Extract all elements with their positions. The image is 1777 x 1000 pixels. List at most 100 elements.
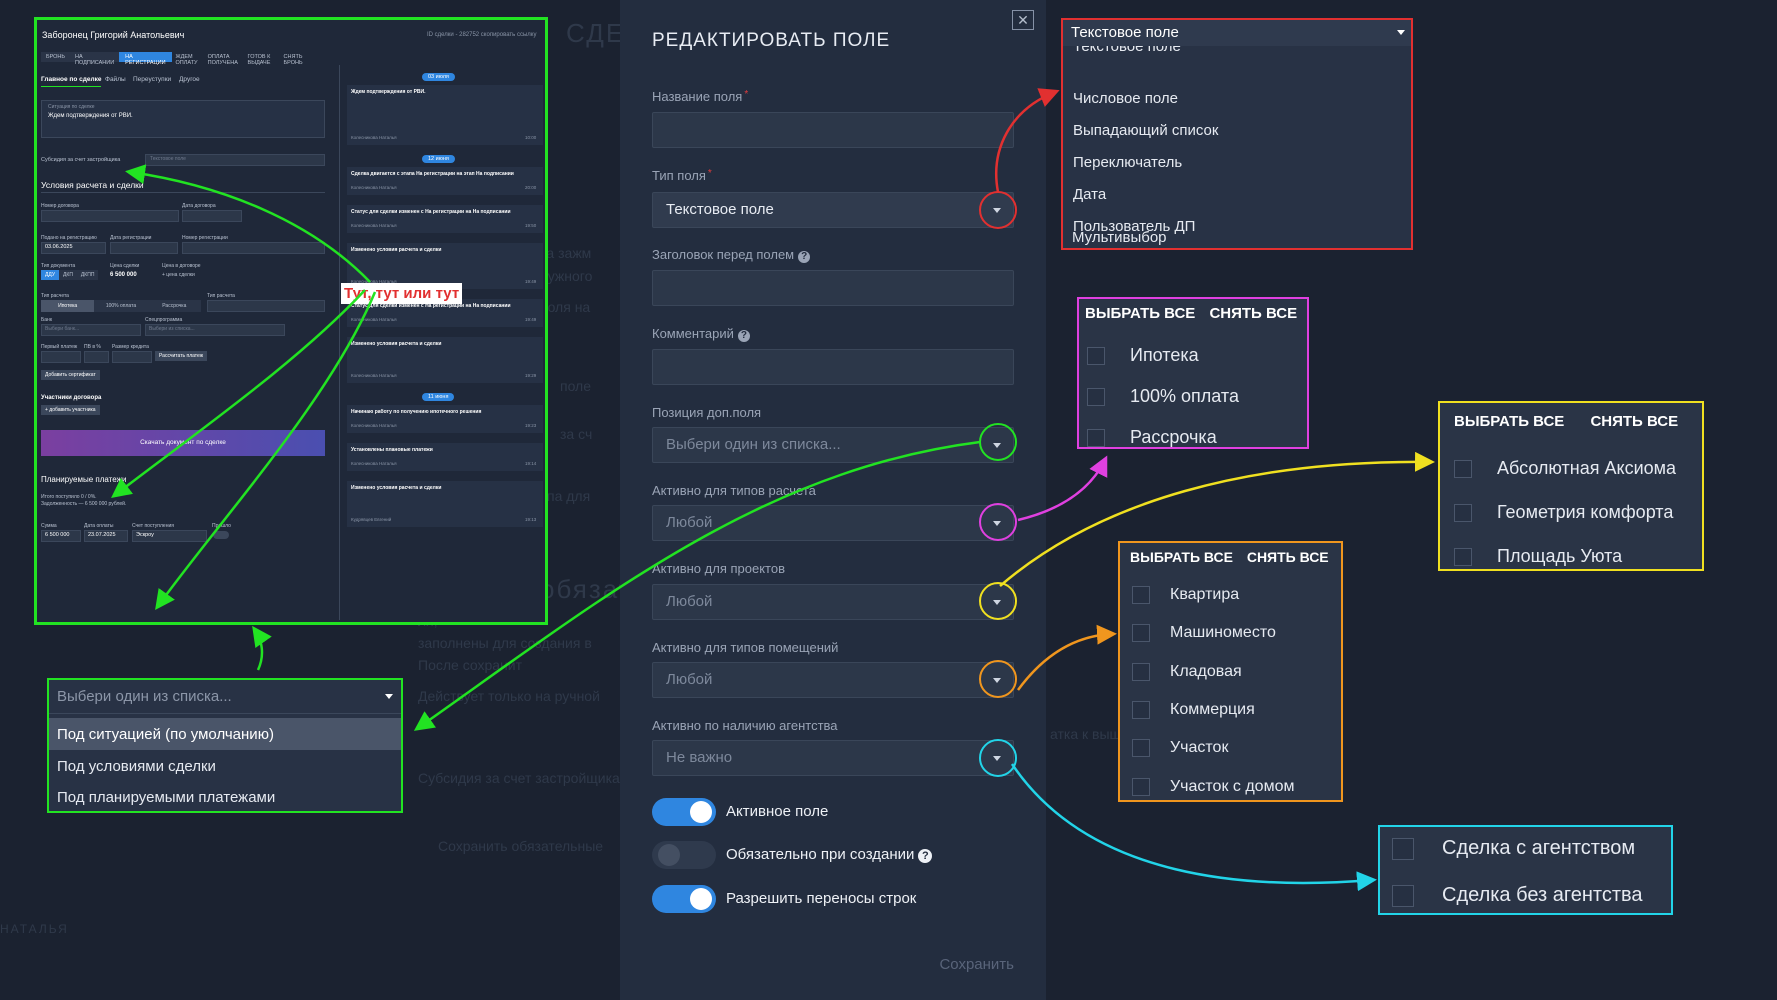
stage-item[interactable]: БРОНЬ [41, 52, 71, 62]
reg-no-input[interactable] [182, 242, 325, 254]
checkbox-item[interactable]: Кладовая [1132, 663, 1242, 681]
active-field-toggle[interactable] [652, 798, 716, 826]
doc-type-option[interactable]: ДКП [59, 270, 77, 280]
close-button[interactable]: ✕ [1012, 10, 1034, 30]
dropdown-option-selected[interactable]: Под ситуацией (по умолчанию) [49, 718, 401, 750]
arrow-magenta [1017, 455, 1108, 522]
stage-item[interactable]: ГОТОВ К ВЫДАЧЕ [247, 54, 271, 66]
deselect-all-button[interactable]: СНЯТЬ ВСЕ [1590, 413, 1679, 430]
pay-date-input[interactable]: 23.07.2025 [84, 530, 128, 542]
situation-box[interactable]: Ситуация по сделке Ждем подтверждения от… [41, 100, 325, 138]
field-name-input[interactable] [652, 112, 1014, 148]
room-types-select[interactable]: Любой [652, 662, 1014, 698]
timeline-title: Статус для сделки изменен с На регистрац… [351, 209, 511, 215]
tab-main[interactable]: Главное по сделке [41, 76, 102, 83]
checkbox-item[interactable]: Площадь Уюта [1454, 546, 1622, 567]
header-input[interactable] [652, 270, 1014, 306]
header-label: Заголовок перед полем? [652, 247, 811, 263]
select-all-button[interactable]: ВЫБРАТЬ ВСЕ [1454, 413, 1565, 430]
line-wrap-toggle[interactable] [652, 885, 716, 913]
account-select[interactable]: Эскроу [132, 530, 207, 542]
reg-date-input[interactable] [110, 242, 178, 254]
checkbox-item[interactable]: Абсолютная Аксиома [1454, 458, 1676, 479]
dropdown-option[interactable]: Под условиями сделки [57, 758, 216, 775]
calc-payment-button[interactable]: Рассчитать платеж [155, 351, 208, 361]
pv-input[interactable] [84, 351, 109, 363]
help-icon[interactable]: ? [737, 330, 750, 342]
contract-date-input[interactable] [182, 210, 242, 222]
checkbox-item[interactable]: Геометрия комфорта [1454, 502, 1673, 523]
calc-type-option[interactable]: 100% оплата [105, 303, 137, 309]
field-type-select[interactable]: Текстовое поле [652, 192, 1014, 228]
doc-type-option[interactable]: ДКПП [76, 270, 99, 280]
position-select[interactable]: Выбери один из списка... [652, 427, 1014, 463]
timeline-card[interactable]: Ждем подтверждения от РВИ.Колесникова На… [347, 85, 543, 145]
contract-no-input[interactable] [41, 210, 179, 222]
stage-item[interactable]: ОПЛАТА ПОЛУЧЕНА [207, 54, 238, 66]
bank-select[interactable]: Выбери банк... [41, 324, 141, 336]
dropdown-option[interactable]: Дата [1073, 186, 1107, 203]
stage-item[interactable]: СНЯТЬ БРОНЬ [283, 54, 303, 66]
bg-sidebar-user: НАТАЛЬЯ [0, 922, 69, 936]
calc-type-option[interactable]: Рассрочка [162, 303, 187, 309]
dropdown-option[interactable]: Текстовое поле [1073, 46, 1181, 55]
dropdown-selected[interactable]: Текстовое поле [1063, 20, 1411, 46]
calc-type-option[interactable]: Ипотека [41, 300, 95, 312]
dropdown-option[interactable]: Пользователь ДП [1073, 218, 1196, 235]
save-button[interactable]: Сохранить [939, 956, 1014, 973]
stage-item[interactable]: ЖДЕМ ОПЛАТУ [175, 54, 198, 66]
line-wrap-label: Разрешить переносы строк [726, 890, 917, 907]
stage-item[interactable]: НА ПОДПИСАНИИ [70, 52, 120, 66]
dropdown-option[interactable]: Выпадающий список [1073, 122, 1219, 139]
credit-input[interactable] [112, 351, 152, 363]
help-icon[interactable]: ? [918, 849, 933, 863]
checkbox-item[interactable]: Коммерция [1132, 701, 1255, 719]
select-all-button[interactable]: ВЫБРАТЬ ВСЕ [1085, 305, 1196, 322]
deselect-all-button[interactable]: СНЯТЬ ВСЕ [1246, 549, 1329, 565]
sum-input[interactable]: 6 500 000 [41, 530, 81, 542]
first-payment-input[interactable] [41, 351, 81, 363]
required-toggle[interactable] [652, 841, 716, 869]
deselect-all-button[interactable]: СНЯТЬ ВСЕ [1209, 305, 1298, 322]
checkbox-item[interactable]: Участок [1132, 739, 1228, 757]
comment-input[interactable] [652, 349, 1014, 385]
subsidy-input[interactable]: Текстовое поле [145, 154, 325, 166]
payment-type-select[interactable] [207, 300, 325, 312]
position-dropdown-header[interactable]: Выбери один из списка... [49, 680, 401, 714]
checkbox-item[interactable]: Квартира [1132, 586, 1239, 604]
stage-item-active[interactable]: НА РЕГИСТРАЦИИ [119, 52, 172, 66]
timeline-card[interactable]: Статус для сделки изменен с На регистрац… [347, 205, 543, 233]
dropdown-option[interactable]: Переключатель [1073, 154, 1183, 171]
special-program-select[interactable]: Выбери из списка... [145, 324, 285, 336]
checkbox-item[interactable]: Ипотека [1087, 345, 1199, 366]
dropdown-option[interactable]: Под планируемыми платежами [57, 789, 276, 806]
help-icon[interactable]: ? [798, 251, 811, 263]
agency-select[interactable]: Не важно [652, 740, 1014, 776]
add-certificate-button[interactable]: Добавить сертификат [41, 370, 100, 380]
tab-assignments[interactable]: Переуступки [133, 76, 172, 83]
checkbox-item[interactable]: Машиноместо [1132, 624, 1276, 642]
tab-files[interactable]: Файлы [105, 76, 126, 83]
checkbox-item[interactable]: Сделка с агентством [1392, 837, 1635, 860]
select-all-button[interactable]: ВЫБРАТЬ ВСЕ [1130, 549, 1233, 565]
dropdown-option[interactable]: Числовое поле [1073, 90, 1179, 107]
projects-select[interactable]: Любой [652, 584, 1014, 620]
timeline-card[interactable]: Начинаю работу по получению ипотечного р… [347, 405, 543, 433]
checkbox-item[interactable]: 100% оплата [1087, 386, 1239, 407]
copy-price-button[interactable]: + цена сделки [162, 272, 195, 278]
sign-date-input[interactable]: 03.06.2025 [41, 242, 106, 254]
doc-type-option[interactable]: ДДУ [41, 270, 60, 280]
checkbox-item[interactable]: Участок с домом [1132, 778, 1294, 796]
checkbox-item[interactable]: Рассрочка [1087, 427, 1217, 448]
overdue-toggle[interactable] [213, 531, 229, 539]
timeline-card[interactable]: Сделка двигается с этапа На регистрации … [347, 167, 543, 195]
add-participant-button[interactable]: + добавить участника [41, 405, 100, 415]
calc-types-select[interactable]: Любой [652, 505, 1014, 541]
checkbox-item[interactable]: Сделка без агентства [1392, 884, 1643, 907]
dropdown-option[interactable]: Мультивыбор [1072, 229, 1167, 246]
tab-other[interactable]: Другое [179, 76, 200, 83]
